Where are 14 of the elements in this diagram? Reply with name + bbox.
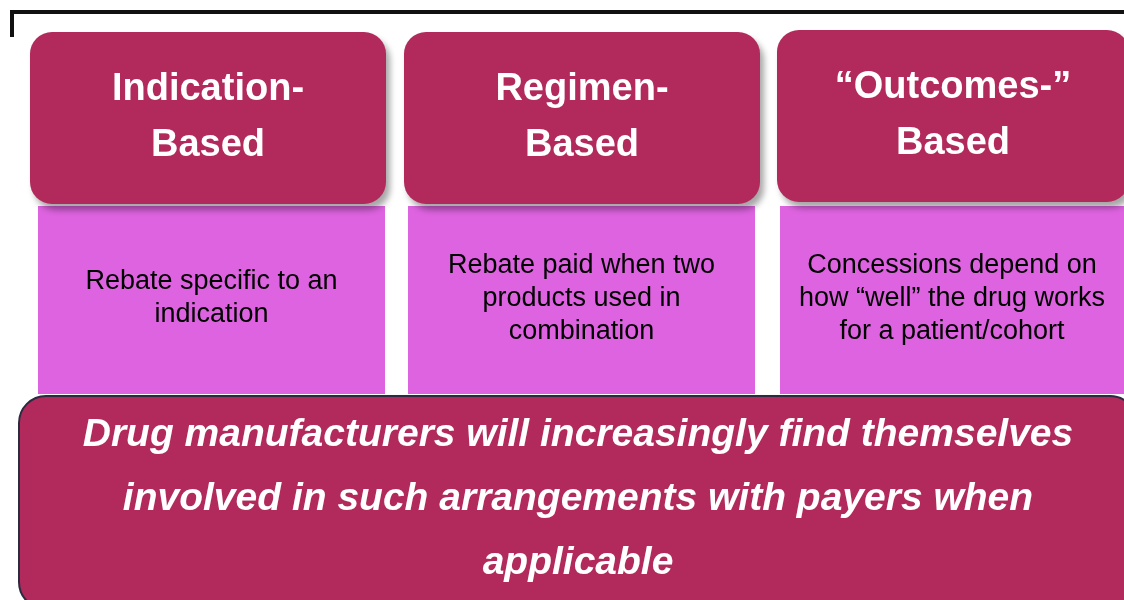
description-text: Rebate specific to an indication [84,264,339,330]
description-panel [38,206,385,394]
category-header-box [777,30,1124,202]
category-header-box [404,32,760,204]
description-panel [408,206,755,394]
header-text: “Outcomes-” Based [833,63,1073,164]
header-text: Regimen- Based [494,65,670,166]
summary-banner [18,395,1124,600]
description-panel [780,206,1124,394]
description-text: Rebate paid when two products used in combination [446,247,717,347]
summary-text: Drug manufacturers will increasingly find themselves involved in such arrangements with payers when applicable [81,410,1075,584]
category-header-box [30,32,386,204]
header-text: Indication- Based [110,65,306,166]
description-text: Concessions depend on how “well” the drug works for a patient/cohort [797,247,1107,347]
